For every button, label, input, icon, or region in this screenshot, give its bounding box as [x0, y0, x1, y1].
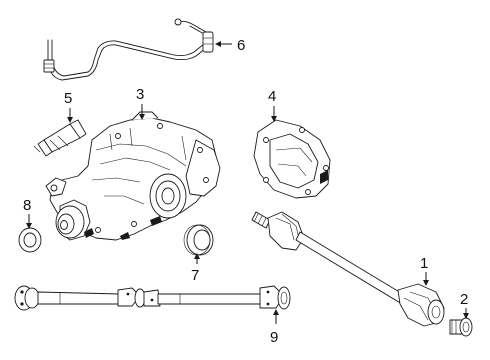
callout-2: 2 — [460, 291, 468, 308]
axle-seal-part — [183, 224, 214, 256]
callout-6: 6 — [237, 37, 245, 54]
vent-hose-part — [43, 18, 214, 81]
sealant-tube-part — [33, 119, 87, 157]
callout-4: 4 — [268, 88, 276, 105]
axle-shaft-part — [251, 211, 445, 327]
differential-cover-part — [253, 119, 331, 199]
callout-3: 3 — [136, 86, 144, 103]
bolt-part — [449, 317, 473, 337]
callout-5: 5 — [64, 90, 72, 107]
drive-shaft-part — [14, 285, 291, 311]
differential-carrier-part — [45, 111, 221, 241]
pinion-seal-part — [18, 227, 42, 253]
callout-1: 1 — [420, 255, 428, 272]
callout-8: 8 — [23, 197, 31, 214]
callout-7: 7 — [191, 267, 199, 284]
callout-9: 9 — [270, 329, 278, 346]
